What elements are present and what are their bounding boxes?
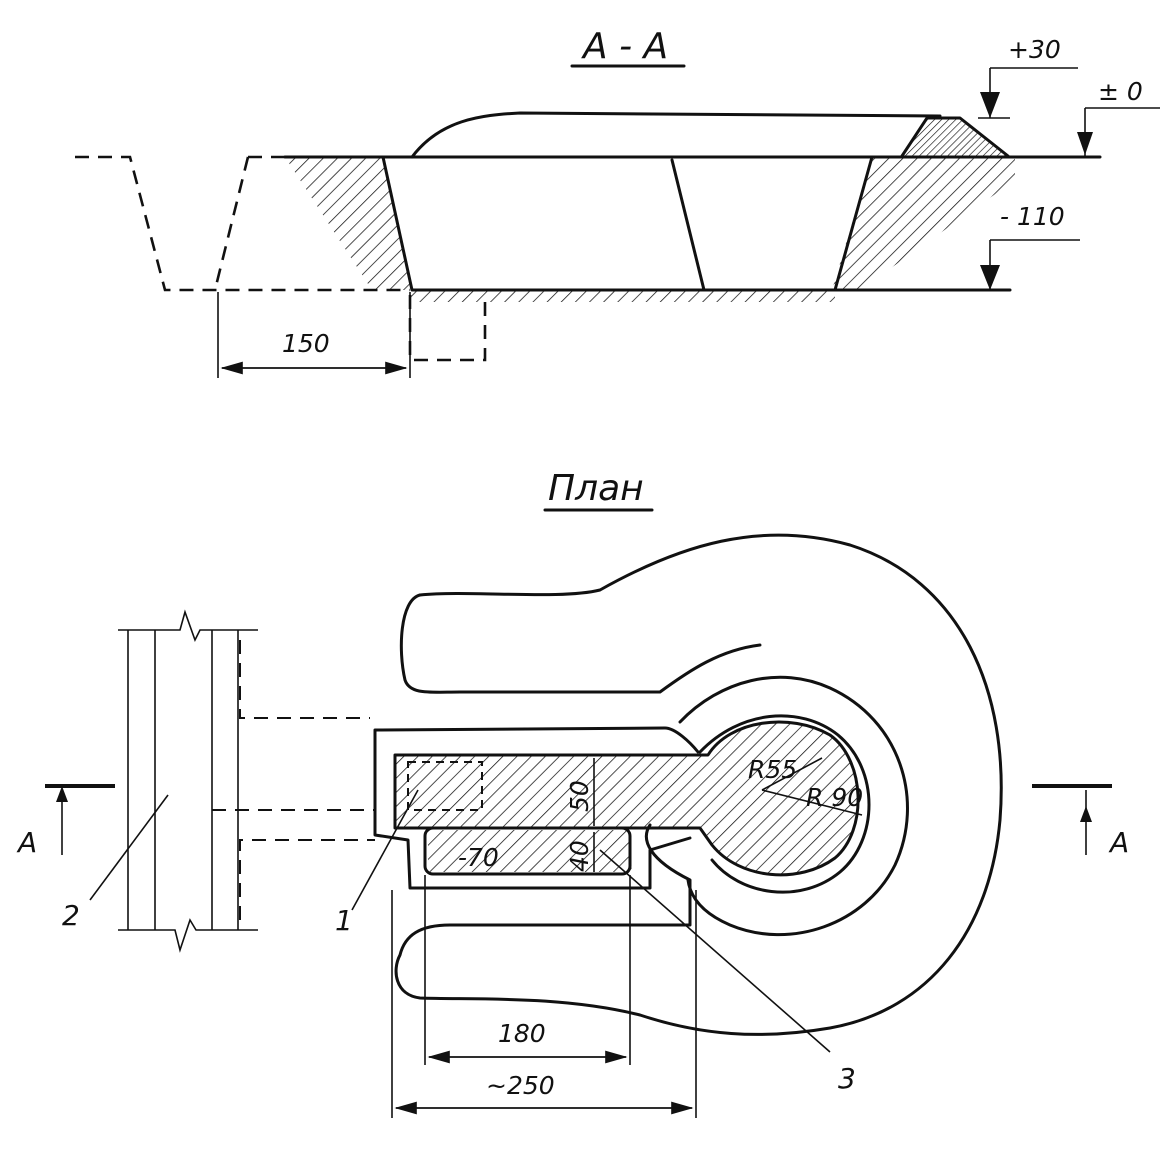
callout-3-label: 3 [838, 1062, 856, 1095]
dim-180-label: 180 [498, 1019, 546, 1048]
callout-1-label: 1 [335, 904, 353, 937]
lower-pit-hatch [428, 830, 632, 872]
callout-1-leader [351, 789, 419, 911]
level-top-label: +30 [1008, 35, 1061, 64]
level-marker-ground: ± 0 [1077, 77, 1160, 157]
cut-label-right: A [1108, 826, 1129, 859]
ground-hatch-left [285, 157, 412, 290]
middle-ring [678, 675, 909, 937]
keyhole-pit-hatch [395, 721, 859, 875]
level-marker-bottom: - 110 [980, 202, 1080, 290]
radius-90-label: R 90 [806, 783, 863, 812]
dim-250-label: ~250 [486, 1071, 555, 1100]
plan-title: План [548, 468, 644, 509]
dimension-180: 180 [424, 875, 631, 1065]
radius-55-line [761, 757, 823, 791]
ground-hatch-right [832, 157, 1015, 290]
spoil-mound [902, 118, 1008, 156]
dim-50-label: 50 [565, 780, 594, 812]
dimension-250: ~250 [391, 890, 697, 1118]
outer-mound-outline [394, 533, 1003, 1036]
radius-55-label: R55 [748, 755, 797, 784]
inner-ring [698, 714, 871, 894]
dim-depth-label: -70 [458, 843, 499, 872]
item-1-square [407, 761, 483, 811]
upper-lobe-outline [399, 593, 762, 694]
cut-label-left: A [16, 826, 37, 859]
radius-90-line [761, 789, 863, 816]
dimension-150: 150 [217, 292, 411, 378]
ground-hatch-bottom [410, 290, 835, 302]
section-title: A - A [581, 26, 668, 67]
pit-divider [670, 158, 706, 292]
cut-mark-left: A [16, 784, 115, 859]
pit-wall-outline [373, 726, 700, 890]
callout-2-label: 2 [62, 899, 80, 932]
dim-40-label: 40 [565, 840, 594, 872]
mound-top [410, 111, 942, 159]
callout-3-leader [599, 849, 831, 1053]
plan-view: План [16, 468, 1129, 1118]
ghost-pit [75, 155, 410, 292]
section-view: A - A +30 [75, 26, 1160, 378]
dim-150-label: 150 [282, 329, 330, 358]
callout-2-leader [89, 794, 169, 901]
road [118, 609, 375, 953]
ghost-trench [408, 295, 487, 362]
cut-mark-right: A [1032, 784, 1129, 859]
lower-pit-outline [423, 826, 632, 876]
ghost-pit-wall [213, 155, 285, 291]
level-bottom-label: - 110 [1000, 202, 1065, 231]
spoil-mound-outline [900, 116, 1010, 158]
level-ground-label: ± 0 [1098, 77, 1143, 106]
pit-outline [381, 155, 874, 292]
level-marker-top: +30 [978, 35, 1078, 119]
keyhole-pit-outline [393, 720, 860, 877]
